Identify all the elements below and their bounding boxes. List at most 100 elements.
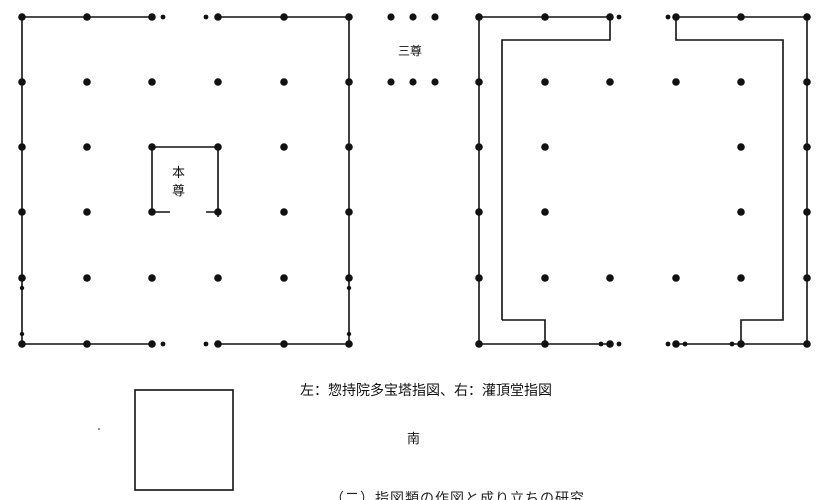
tahoto-wall-east (218, 16, 350, 345)
pillar-dot (803, 143, 811, 151)
pillar-dot (475, 78, 483, 86)
kanjodo-wall-outer-west (478, 16, 610, 345)
pillar-dot (18, 78, 26, 86)
triad-pillar-dot (387, 78, 395, 86)
stray-mark (98, 428, 100, 430)
door-post-dot (665, 14, 671, 20)
door-post-dot (203, 341, 209, 347)
pillar-dot (280, 13, 288, 21)
door-post-dot (616, 341, 622, 347)
pillar-dot (280, 208, 288, 216)
pillar-dot (672, 340, 680, 348)
pillar-dot (214, 13, 222, 21)
pillar-dot (737, 340, 745, 348)
pillar-dot (214, 208, 222, 216)
pillar-dot (606, 340, 614, 348)
figure-caption: 左：惣持院多宝塔指図、右：灌頂堂指図 (300, 383, 552, 399)
pillar-dot (541, 208, 549, 216)
pillar-dot (83, 143, 91, 151)
pillar-dot (475, 13, 483, 21)
pillar-dot (18, 143, 26, 151)
pillar-dot (280, 78, 288, 86)
pillar-dot (803, 78, 811, 86)
triad-pillar-dot (387, 13, 395, 21)
kanjodo-inner-wall-west (501, 17, 611, 320)
corner-pillar-dot (18, 13, 26, 21)
pillar-dots (18, 13, 811, 430)
edge-post-dot (19, 285, 25, 291)
pillar-dot (541, 143, 549, 151)
door-post-dot (203, 14, 209, 20)
pillar-dot (541, 274, 549, 282)
pillar-dot (475, 208, 483, 216)
pillar-dot (475, 143, 483, 151)
corner-pillar-dot (345, 340, 353, 348)
triad-pillar-dot (431, 78, 439, 86)
pillar-dot (148, 340, 156, 348)
pillar-dot (737, 13, 745, 21)
pillar-dot (345, 143, 353, 151)
pillar-dot (280, 274, 288, 282)
door-post-dot (665, 341, 671, 347)
pillar-dot (737, 274, 745, 282)
pillar-dot (148, 13, 156, 21)
triad-pillar-dot (431, 13, 439, 21)
pillar-dot (672, 13, 680, 21)
corner-pillar-dot (345, 13, 353, 21)
pillar-dot (83, 208, 91, 216)
main-image-label-1: 本 (172, 166, 186, 181)
pillar-dot (214, 274, 222, 282)
edge-post-dot (19, 331, 25, 337)
pillar-dot (737, 78, 745, 86)
triad-label: 三尊 (398, 44, 423, 58)
pillar-dot (475, 274, 483, 282)
pillar-dot (83, 274, 91, 282)
pillar-dot (18, 208, 26, 216)
wall-lines (21, 16, 808, 491)
pillar-dot (83, 13, 91, 21)
south-square (134, 389, 234, 491)
pillar-dot (737, 143, 745, 151)
tahoto-wall-west (21, 16, 152, 345)
kanjodo-inner-wall-east (675, 17, 784, 344)
pillar-dot (280, 143, 288, 151)
door-post-dot (160, 341, 166, 347)
door-post-dot (160, 14, 166, 20)
pillar-dot (345, 78, 353, 86)
kanjodo-wall-outer-east (676, 16, 808, 345)
pillar-dot (148, 78, 156, 86)
pillar-dot (803, 340, 811, 348)
honzon-enclosure (151, 146, 219, 212)
kanjodo-inner-sill-west (502, 319, 546, 344)
pillar-dot (803, 274, 811, 282)
pillar-dot (803, 13, 811, 21)
edge-post-dot (346, 331, 352, 337)
pillar-dot (606, 274, 614, 282)
pillar-dot (214, 143, 222, 151)
door-post-dot (616, 14, 622, 20)
pillar-dot (345, 274, 353, 282)
corner-pillar-dot (18, 340, 26, 348)
south-label: 南 (407, 432, 421, 447)
pillar-dot (148, 274, 156, 282)
pillar-dot (541, 340, 549, 348)
pillar-dot (214, 78, 222, 86)
pillar-dot (18, 274, 26, 282)
door-post-dot (598, 341, 604, 347)
pillar-dot (672, 78, 680, 86)
pillar-dot (83, 340, 91, 348)
cut-off-text-line: （二）指図類の作図と成り立ちの研究 (330, 491, 585, 500)
pillar-dot (83, 78, 91, 86)
pillar-dot (541, 13, 549, 21)
pillar-dot (606, 78, 614, 86)
pillar-dot (280, 340, 288, 348)
main-image-label-2: 尊 (172, 184, 186, 199)
door-post-dot (682, 341, 688, 347)
pillar-dot (803, 208, 811, 216)
door-post-dot (729, 341, 735, 347)
triad-pillar-dot (409, 78, 417, 86)
pillar-dot (345, 208, 353, 216)
pillar-dot (475, 340, 483, 348)
pillar-dot (737, 208, 745, 216)
triad-pillar-dot (409, 13, 417, 21)
